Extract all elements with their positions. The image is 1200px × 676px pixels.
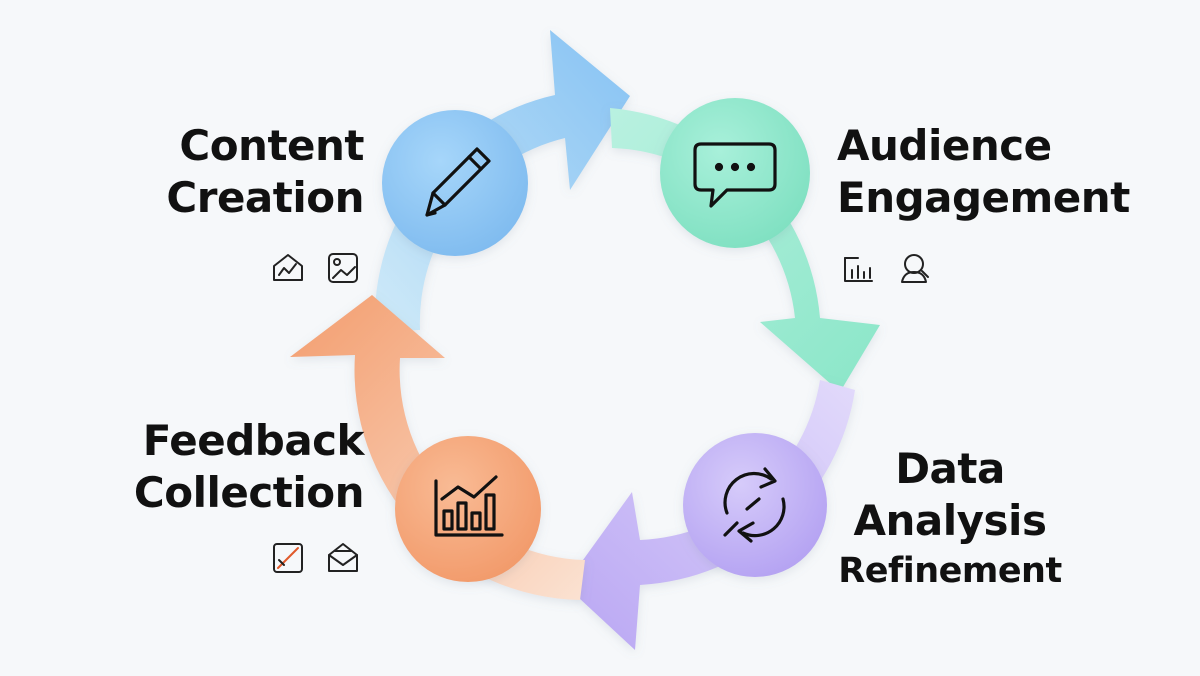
node-content-creation [382,110,528,256]
arrow-engagement-to-analysis [610,108,880,392]
house-chart-icon [273,254,303,281]
arrow-feedback-to-content [290,295,585,600]
arrow-content-to-engagement [374,30,630,330]
refresh-cycle-icon [723,467,786,543]
label-data-analysis: Data Analysis Refinement [838,444,1062,591]
label-feedback-collection: Feedback Collection [133,416,365,517]
arrow-analysis-to-feedback [565,380,855,650]
bar-chart-icon [844,257,873,282]
node-feedback-collection [395,436,541,582]
chat-bubble-icon [693,142,777,208]
user-search-icon [901,254,929,283]
node-audience-engagement [660,98,810,248]
growth-chart-icon [434,475,504,537]
open-envelope-icon [328,543,358,572]
label-audience-engagement: Audience Engagement [837,121,1130,222]
pencil-icon [425,147,491,217]
node-data-analysis [683,433,827,577]
chart-card-icon [273,543,303,573]
label-content-creation: Content Creation [166,121,364,222]
image-gallery-icon [328,253,358,283]
